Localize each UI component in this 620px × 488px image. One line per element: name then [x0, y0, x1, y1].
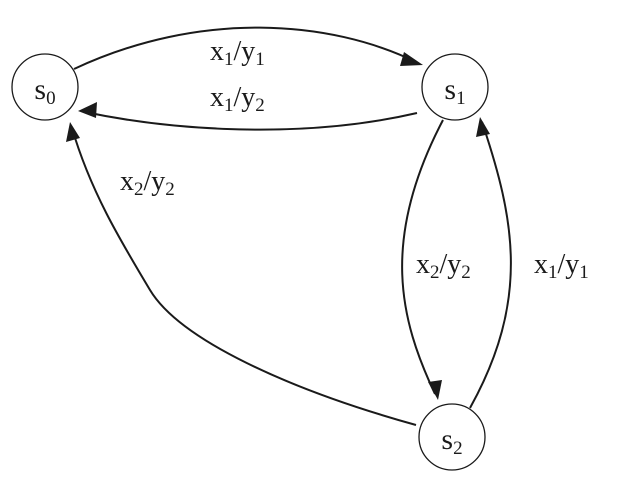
arrowhead-s0-to-s1 — [400, 52, 423, 66]
state-subscript: 2 — [453, 438, 463, 459]
state-s2: s2 — [418, 403, 486, 471]
edge-s2-to-s1 — [469, 121, 512, 409]
edge-label-s2-to-s0: x2/y2 — [120, 166, 175, 200]
svg-text:s2: s2 — [441, 423, 462, 459]
state-s1: s1 — [421, 53, 489, 121]
edge-label-s2-to-s1: x1/y1 — [534, 249, 589, 283]
state-label: s — [34, 73, 46, 106]
state-s0: s0 — [11, 53, 79, 121]
arrowhead-s2-to-s0 — [66, 122, 80, 142]
svg-text:s1: s1 — [444, 73, 465, 109]
edge-s0-to-s1 — [73, 26, 417, 70]
edge-s1-to-s2 — [401, 119, 444, 395]
edge-s2-to-s0 — [71, 127, 417, 426]
state-label: s — [441, 423, 453, 456]
edge-s1-to-s0 — [84, 111, 418, 131]
svg-text:s0: s0 — [34, 73, 55, 109]
state-label: s — [444, 73, 456, 106]
arrowhead-s1-to-s2 — [428, 380, 442, 400]
state-subscript: 1 — [456, 88, 466, 109]
state-subscript: 0 — [46, 88, 56, 109]
edge-label-s0-to-s1: x1/y1 — [210, 36, 265, 70]
edge-label-s1-to-s2: x2/y2 — [416, 249, 471, 283]
edge-label-s1-to-s0: x1/y2 — [210, 82, 265, 116]
arrowhead-s1-to-s0 — [78, 102, 97, 118]
arrowhead-s2-to-s1 — [476, 117, 490, 137]
